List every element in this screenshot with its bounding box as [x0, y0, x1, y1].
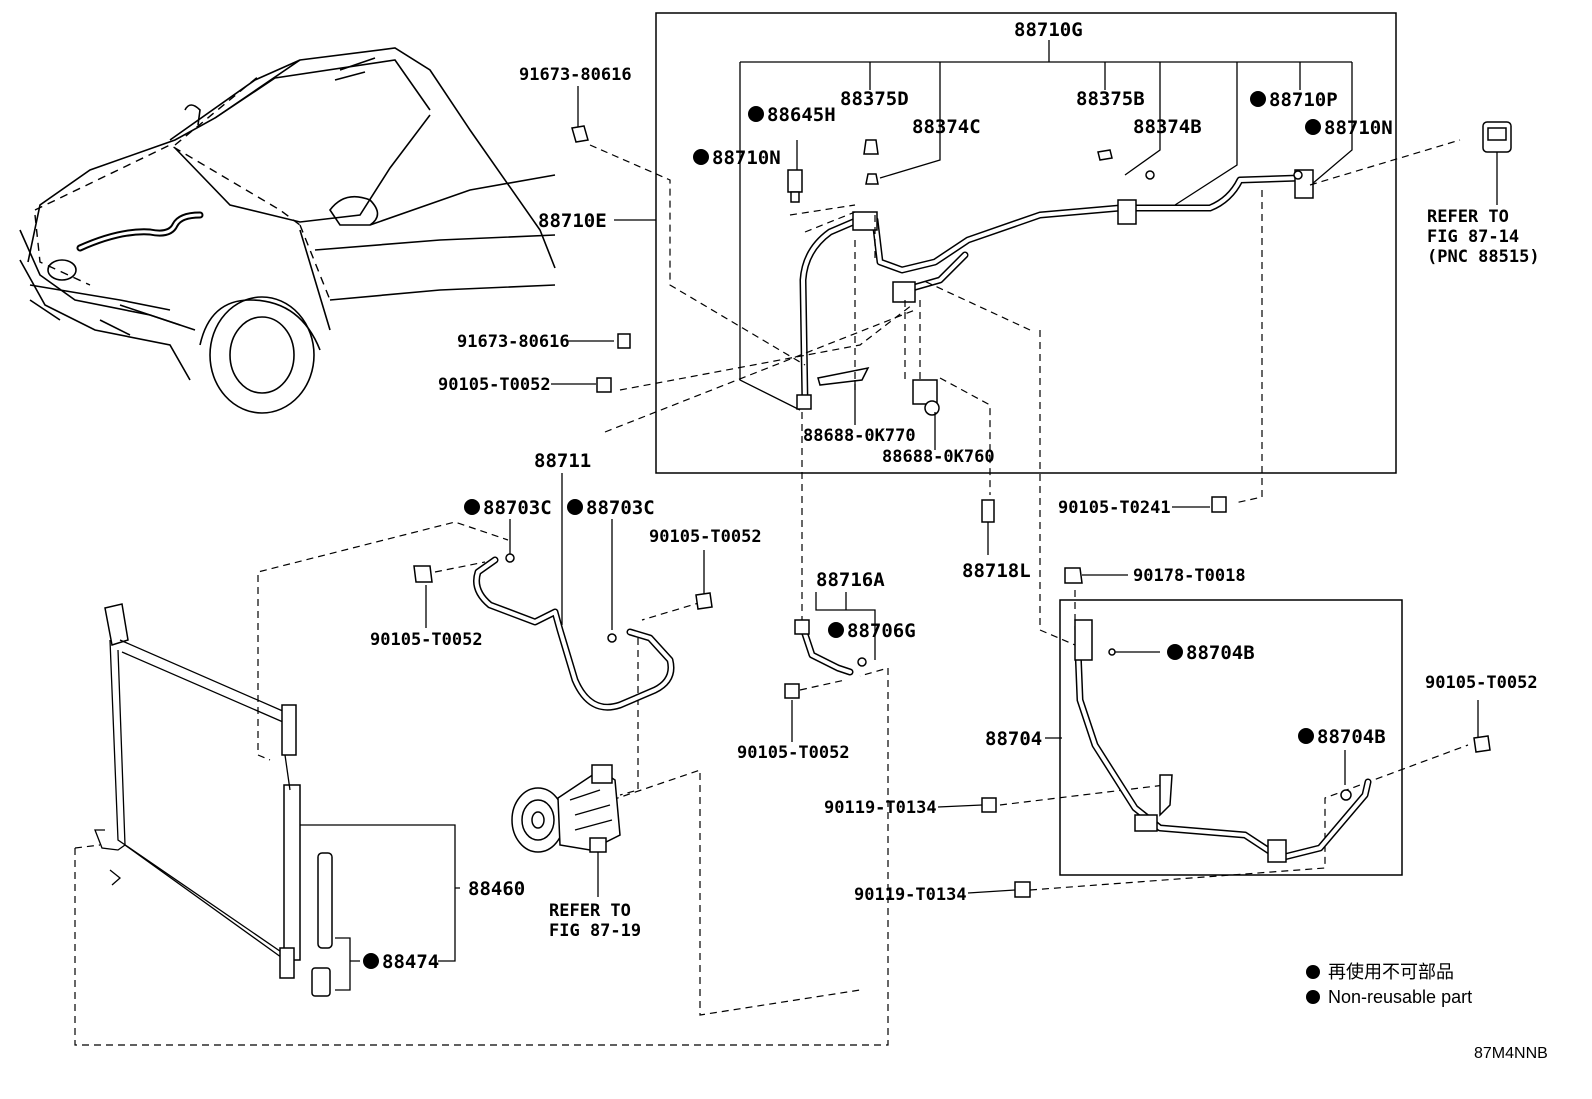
compressor-ref-87-19 [511, 764, 621, 853]
label-90105-t0241: 90105-T0241 [1058, 498, 1171, 518]
bolts [413, 125, 1491, 898]
label-88704: 88704 [985, 728, 1042, 750]
label-90105-t0052-a: 90105-T0052 [438, 375, 551, 395]
vehicle-illustration [19, 47, 556, 414]
non-reusable-marker [1305, 119, 1321, 135]
label-88718l: 88718L [962, 560, 1031, 582]
bolt-90105-t0052-e [1473, 735, 1491, 753]
pipe-assembly-88710e [796, 169, 1314, 416]
label-88704b-a: 88704B [1186, 642, 1255, 664]
nut-90178-t0018 [1064, 567, 1083, 584]
refer-88515-line2: FIG 87-14 [1427, 227, 1519, 247]
assembly-box-88704 [1059, 599, 1403, 876]
legend-chinese: 再使用不可部品 [1328, 962, 1454, 982]
bolt-90105-t0052-d [784, 683, 800, 699]
label-88645h: 88645H [767, 104, 836, 126]
assembly-box-88710g [655, 12, 1397, 474]
bolt-90105-t0241 [1211, 496, 1227, 513]
label-88374c: 88374C [912, 116, 981, 138]
sensor-88645h [787, 169, 803, 203]
bolt-90119-t0134-a [981, 797, 997, 813]
label-88711: 88711 [534, 450, 591, 472]
label-91673-80616-mid: 91673-80616 [457, 332, 570, 352]
label-90178-t0018: 90178-T0018 [1133, 566, 1246, 586]
cap-88375d [863, 139, 879, 155]
connector-88718l [981, 499, 995, 523]
label-88710g: 88710G [1014, 19, 1083, 41]
non-reusable-marker [1298, 728, 1314, 744]
label-88375d: 88375D [840, 88, 909, 110]
label-88710p: 88710P [1269, 89, 1338, 111]
label-88706g: 88706G [847, 620, 916, 642]
part-88515-ref [1482, 121, 1512, 153]
legend: 再使用不可部品 Non-reusable part [1306, 962, 1472, 1007]
label-88710n-left: 88710N [712, 147, 781, 169]
label-90119-t0134-a: 90119-T0134 [824, 798, 937, 818]
legend-marker-en [1306, 990, 1320, 1004]
dashed-connectors [74, 139, 1469, 1046]
label-88474: 88474 [382, 951, 439, 973]
label-90105-t0052-b: 90105-T0052 [370, 630, 483, 650]
label-88710e: 88710E [538, 210, 607, 232]
label-88375b: 88375B [1076, 88, 1145, 110]
legend-marker-cn [1306, 965, 1320, 979]
bracket-88710g [739, 40, 1353, 411]
legend-english: Non-reusable part [1328, 987, 1472, 1007]
label-90105-t0052-d: 90105-T0052 [737, 743, 850, 763]
label-88688-0k760: 88688-0K760 [882, 447, 995, 467]
refer-88515-line3: (PNC 88515) [1427, 247, 1540, 267]
bolt-91673-80616-mid [617, 333, 631, 349]
oring-88374b [1145, 170, 1155, 180]
oring-88374c [865, 173, 879, 185]
discharge-hose-88711 [473, 553, 675, 711]
bolt-91673-80616-top [571, 125, 589, 143]
bolt-90105-t0052-a [596, 377, 612, 393]
non-reusable-marker [1250, 91, 1266, 107]
refer-87-19-line1: REFER TO [549, 901, 631, 921]
non-reusable-marker [748, 106, 764, 122]
label-90105-t0052-c: 90105-T0052 [649, 527, 762, 547]
figure-code: 87M4NNB [1474, 1045, 1548, 1062]
non-reusable-marker [1167, 644, 1183, 660]
condenser-88460 [94, 603, 333, 997]
bolt-90105-t0052-c [695, 592, 713, 610]
label-88460: 88460 [468, 878, 525, 900]
cap-88375b [1097, 149, 1113, 161]
non-reusable-marker [363, 953, 379, 969]
label-88710n-right: 88710N [1324, 117, 1393, 139]
oring-88710p [1293, 170, 1303, 180]
label-88703c-a: 88703C [483, 497, 552, 519]
refer-87-19-line2: FIG 87-19 [549, 921, 641, 941]
leader-lines [300, 86, 1498, 991]
label-88704b-b: 88704B [1317, 726, 1386, 748]
label-90119-t0134-b: 90119-T0134 [854, 885, 967, 905]
bolt-90119-t0134-b [1014, 881, 1031, 898]
label-91673-80616-top: 91673-80616 [519, 65, 632, 85]
non-reusable-marker [828, 622, 844, 638]
non-reusable-marker [693, 149, 709, 165]
label-88716a: 88716A [816, 569, 885, 591]
non-reusable-marker [567, 499, 583, 515]
bolt-90105-t0052-b [413, 565, 433, 583]
refer-88515-line1: REFER TO [1427, 207, 1509, 227]
label-88688-0k770: 88688-0K770 [803, 426, 916, 446]
label-88374b: 88374B [1133, 116, 1202, 138]
non-reusable-marker [464, 499, 480, 515]
label-90105-t0052-e: 90105-T0052 [1425, 673, 1538, 693]
suction-hose-88704 [1074, 619, 1372, 863]
pipe-88716a [794, 619, 867, 676]
label-88703c-b: 88703C [586, 497, 655, 519]
